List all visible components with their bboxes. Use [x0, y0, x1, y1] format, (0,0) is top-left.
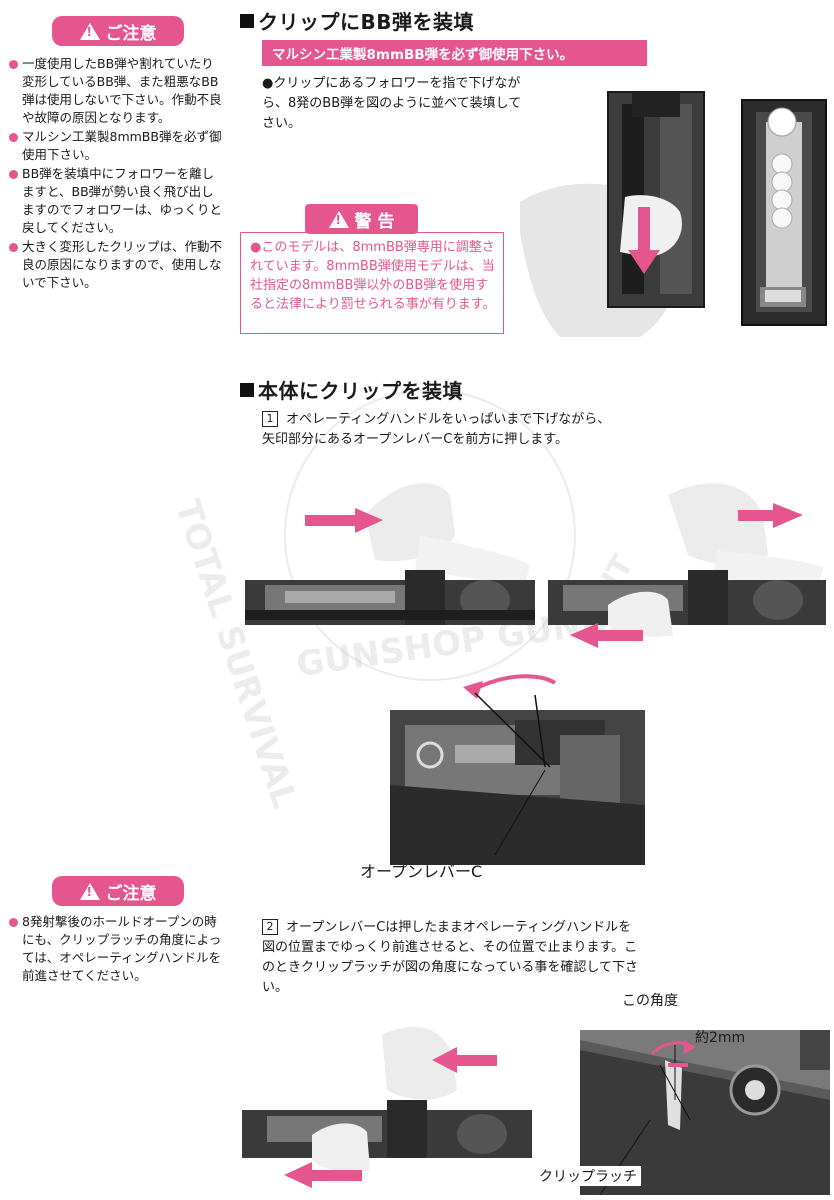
warning-triangle-icon — [79, 22, 100, 40]
heading-square-icon — [240, 14, 254, 28]
rifle-photo-right — [548, 483, 826, 648]
gap-label: 約2mm — [695, 1030, 746, 1046]
caution-item: 大きく変形したクリップは、作動不良の原因になりますので、使用しないで下さい。 — [8, 238, 226, 292]
watermark: TOTAL SURVIVAL GUNSHOP GUNDAY INIT — [167, 360, 658, 813]
warning-box — [240, 232, 504, 334]
section2-title: 本体にクリップを装填 — [258, 379, 463, 403]
caution-item: BB弾を装填中にフォロワーを離しますと、BB弾が勢い良く飛び出しますのでフォロワ… — [8, 165, 226, 237]
open-lever-closeup-photo — [390, 674, 645, 865]
warning-badge: 警 告 — [305, 204, 418, 234]
heading-square-icon — [240, 383, 254, 397]
angle-label: この角度 — [622, 993, 678, 1009]
section2-heading: 本体にクリップを装填 — [240, 375, 463, 404]
watermark-circle — [284, 389, 576, 681]
caution-item: マルシン工業製8mmBB弾を必ず御使用下さい。 — [8, 128, 226, 164]
caution-badge-bottom: ご注意 — [52, 876, 184, 906]
step1-text: オペレーティングハンドルをいっぱいまで下げながら、矢印部分にあるオープンレバーC… — [262, 412, 611, 447]
open-lever-label: オープンレバーC — [360, 862, 483, 881]
warning-triangle-icon — [79, 882, 100, 900]
warning-text: ●このモデルは、8mmBB弾専用に調整されています。8mmBB弾使用モデルは、当… — [250, 240, 496, 312]
clip-latch-label: クリップラッチ — [535, 1166, 641, 1186]
caution-list-bottom: 8発射撃後のホールドオープンの時にも、クリップラッチの角度によっては、オペレーテ… — [8, 913, 226, 986]
caution-title: ご注意 — [105, 883, 157, 904]
rifle-photo-left — [245, 483, 535, 625]
clip-loading-photo — [520, 82, 830, 342]
caution-badge-top: ご注意 — [52, 16, 184, 46]
caution-title: ご注意 — [105, 23, 157, 44]
rifle-photo-step2 — [242, 1026, 532, 1188]
step-number: 1 — [262, 411, 278, 427]
step-number: 2 — [262, 919, 278, 935]
section1-banner: マルシン工業製8mmBB弾を必ず御使用下さい。 — [262, 40, 647, 66]
section1-heading: クリップにBB弾を装填 — [240, 6, 474, 35]
warning-triangle-icon — [328, 210, 349, 228]
caution-list-top: 一度使用したBB弾や割れていたり変形しているBB弾、また粗悪なBB弾は使用しない… — [8, 55, 226, 293]
section1-title: クリップにBB弾を装填 — [258, 10, 474, 34]
caution-item: 一度使用したBB弾や割れていたり変形しているBB弾、また粗悪なBB弾は使用しない… — [8, 55, 226, 127]
warning-title: 警 告 — [354, 211, 395, 232]
step2-text: オープンレバーCは押したままオペレーティングハンドルを図の位置までゆっくり前進さ… — [262, 920, 638, 995]
section1-instruction: ●クリップにあるフォロワーを指で下げながら、8発のBB弾を図のように並べて装填し… — [262, 76, 535, 131]
caution-item: 8発射撃後のホールドオープンの時にも、クリップラッチの角度によっては、オペレーテ… — [8, 913, 226, 985]
